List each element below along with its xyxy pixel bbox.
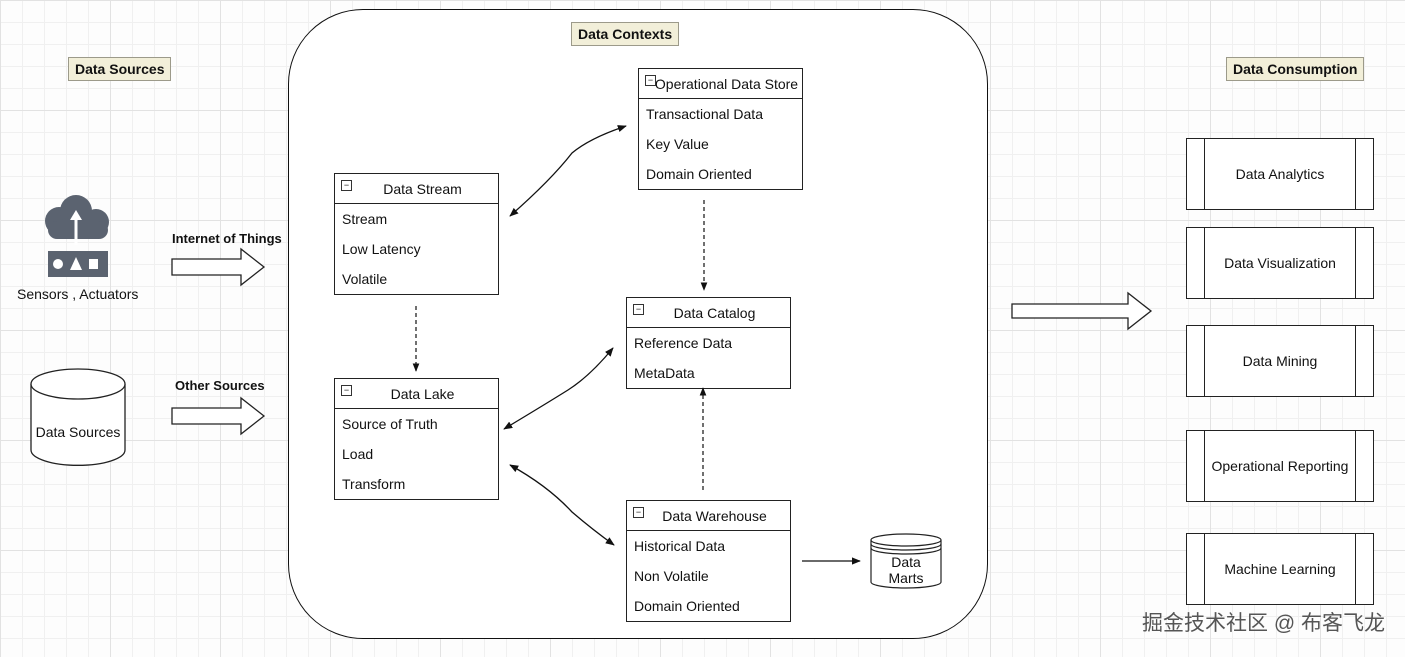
consumer-machine-learning[interactable]: Machine Learning xyxy=(1186,533,1374,605)
data-marts-icon xyxy=(870,533,942,589)
stream-title: Data Stream xyxy=(383,180,462,197)
lake-field: Source of Truth xyxy=(342,416,438,432)
ods-field: Transactional Data xyxy=(646,106,763,122)
sensors-caption: Sensors , Actuators xyxy=(17,286,139,302)
warehouse-entity[interactable]: − Data Warehouse Historical Data Non Vola… xyxy=(626,500,791,622)
data-sources-label: Data Sources xyxy=(68,57,172,81)
other-sources-arrow xyxy=(171,396,266,436)
warehouse-title: Data Warehouse xyxy=(662,507,767,524)
other-sources-arrow-label: Other Sources xyxy=(175,378,265,393)
lake-catalog-connector xyxy=(503,347,614,430)
lake-warehouse-connector xyxy=(509,464,615,546)
stream-entity[interactable]: − Data Stream Stream Low Latency Volatile xyxy=(334,173,499,295)
stream-ods-connector xyxy=(509,125,627,217)
warehouse-field: Non Volatile xyxy=(634,568,709,584)
database-icon xyxy=(30,368,126,466)
collapse-icon[interactable]: − xyxy=(633,304,644,315)
iot-arrow-label: Internet of Things xyxy=(172,231,282,246)
collapse-icon[interactable]: − xyxy=(341,180,352,191)
catalog-entity[interactable]: − Data Catalog Reference Data MetaData xyxy=(626,297,791,389)
collapse-icon[interactable]: − xyxy=(633,507,644,518)
collapse-icon[interactable]: − xyxy=(645,75,656,86)
lake-field: Load xyxy=(342,446,374,462)
consumer-operational-reporting[interactable]: Operational Reporting xyxy=(1186,430,1374,502)
lake-title: Data Lake xyxy=(390,385,455,402)
ods-title: Operational Data Store xyxy=(654,75,799,92)
lake-field: Transform xyxy=(342,476,406,492)
ods-entity[interactable]: −Operational Data Store Transactional Da… xyxy=(638,68,803,190)
ods-field: Domain Oriented xyxy=(646,166,752,182)
lake-entity[interactable]: − Data Lake Source of Truth Load Transfor… xyxy=(334,378,499,500)
catalog-field: MetaData xyxy=(634,365,695,381)
consumer-data-visualization[interactable]: Data Visualization xyxy=(1186,227,1374,299)
consumption-arrow xyxy=(1011,291,1153,331)
data-consumption-label: Data Consumption xyxy=(1226,57,1365,81)
collapse-icon[interactable]: − xyxy=(341,385,352,396)
cloud-upload-icon xyxy=(45,195,109,277)
stream-field: Volatile xyxy=(342,271,388,287)
stream-field: Stream xyxy=(342,211,388,227)
warehouse-field: Historical Data xyxy=(634,538,726,554)
data-marts-label: Data Marts xyxy=(888,554,924,586)
iot-arrow xyxy=(171,247,266,287)
catalog-title: Data Catalog xyxy=(673,304,756,321)
db-source-label: Data Sources xyxy=(35,424,121,440)
warehouse-field: Domain Oriented xyxy=(634,598,740,614)
ods-field: Key Value xyxy=(646,136,709,152)
watermark: 掘金技术社区 @ 布客飞龙 xyxy=(1142,612,1385,635)
catalog-field: Reference Data xyxy=(634,335,733,351)
consumer-data-mining[interactable]: Data Mining xyxy=(1186,325,1374,397)
data-contexts-label: Data Contexts xyxy=(571,22,680,46)
stream-field: Low Latency xyxy=(342,241,421,257)
consumer-data-analytics[interactable]: Data Analytics xyxy=(1186,138,1374,210)
